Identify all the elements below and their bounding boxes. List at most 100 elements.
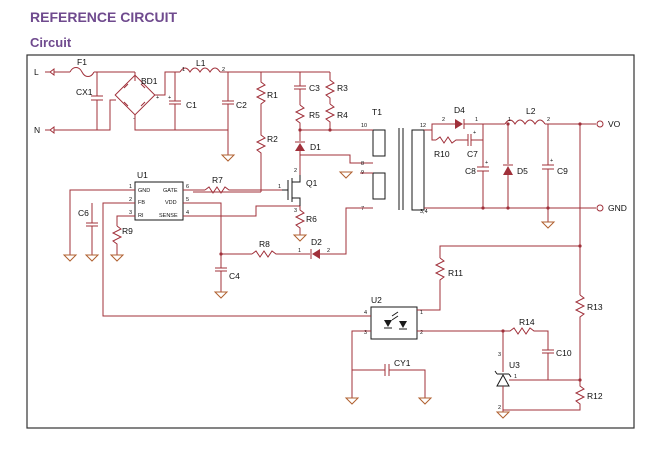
svg-text:3,4: 3,4 <box>420 209 428 215</box>
capacitor-c6: C6 <box>78 203 98 255</box>
capacitor-c7: C7 + <box>463 124 484 159</box>
svg-text:2: 2 <box>327 248 330 254</box>
schematic-frame <box>26 54 635 429</box>
resistor-r7: R7 <box>204 175 282 194</box>
resistor-r2: R2 <box>255 130 278 192</box>
svg-text:2: 2 <box>222 67 225 73</box>
ground-symbol <box>417 397 433 405</box>
output-terminal-vo: VO <box>596 119 621 129</box>
l1-label: L1 <box>196 58 206 68</box>
svg-text:1: 1 <box>420 310 423 316</box>
neutral-terminal: N <box>34 125 97 135</box>
r3-label: R3 <box>337 83 348 93</box>
l2-label: L2 <box>526 106 536 116</box>
transformer-t1: T1 10 12 8 9 7 3,4 <box>361 107 428 215</box>
diode-d4: D4 2 1 <box>442 105 505 129</box>
cy1-label: CY1 <box>394 358 411 368</box>
line-terminal: L <box>34 67 70 77</box>
ground-symbol <box>109 254 125 262</box>
svg-text:+: + <box>485 160 488 166</box>
ground-symbol <box>213 291 229 299</box>
svg-text:+: + <box>550 158 553 164</box>
r10-label: R10 <box>434 149 450 159</box>
c2-label: C2 <box>236 100 247 110</box>
capacitor-c1: + C1 <box>168 72 197 130</box>
c10-label: C10 <box>556 348 572 358</box>
inductor-l1: L1 1 2 <box>179 58 225 73</box>
u3-label: U3 <box>509 360 520 370</box>
controller-u1: U1 GND GATE FB VDD RI SENSE 1 2 3 4 5 6 <box>129 170 189 221</box>
t1-label: T1 <box>372 107 382 117</box>
r6-label: R6 <box>306 214 317 224</box>
r2-label: R2 <box>267 134 278 144</box>
ground-symbol <box>84 254 100 262</box>
bridge-rectifier-bd1: BD1 + - <box>114 74 159 122</box>
c1-label: C1 <box>186 100 197 110</box>
svg-text:1: 1 <box>182 67 185 73</box>
svg-text:1: 1 <box>129 184 132 190</box>
svg-text:GATE: GATE <box>163 188 178 194</box>
c9-label: C9 <box>557 166 568 176</box>
r7-label: R7 <box>212 175 223 185</box>
output-terminal-gnd: GND <box>596 203 627 213</box>
svg-text:1: 1 <box>475 117 478 123</box>
c8-label: C8 <box>465 166 476 176</box>
svg-text:3: 3 <box>294 208 297 214</box>
svg-text:5: 5 <box>186 197 189 203</box>
resistor-r12: R12 <box>503 380 603 411</box>
svg-text:1: 1 <box>298 248 301 254</box>
r8-label: R8 <box>259 239 270 249</box>
svg-text:4: 4 <box>186 210 189 216</box>
resistor-r8: R8 <box>251 239 310 258</box>
gnd-label: GND <box>608 203 627 213</box>
ground-symbol <box>495 411 511 419</box>
svg-text:10: 10 <box>361 123 367 129</box>
svg-text:8: 8 <box>361 161 364 167</box>
ground-symbol <box>344 397 360 405</box>
f1-label: F1 <box>77 57 87 67</box>
svg-text:3: 3 <box>129 210 132 216</box>
neutral-label: N <box>34 125 40 135</box>
svg-text:VDD: VDD <box>165 200 177 206</box>
resistor-r4: R4 <box>324 103 348 130</box>
capacitor-c10: C10 <box>542 348 572 380</box>
u2-label: U2 <box>371 295 382 305</box>
resistor-r10: R10 <box>434 136 463 159</box>
resistor-r5: R5 <box>294 104 320 130</box>
svg-text:1: 1 <box>278 184 281 190</box>
vo-label: VO <box>608 119 621 129</box>
u1-label: U1 <box>137 170 148 180</box>
svg-text:+: + <box>156 95 159 101</box>
svg-text:SENSE: SENSE <box>159 213 178 219</box>
c6-label: C6 <box>78 208 89 218</box>
capacitor-c8: C8 + <box>465 140 489 208</box>
ground-symbol <box>338 171 354 179</box>
c4-label: C4 <box>229 271 240 281</box>
svg-text:1: 1 <box>508 117 511 123</box>
svg-text:3: 3 <box>498 352 501 358</box>
svg-text:1: 1 <box>514 374 517 380</box>
diode-d2: D2 1 2 <box>298 207 358 259</box>
shunt-regulator-u3: U3 3 2 1 <box>494 350 548 412</box>
resistor-r11: R11 <box>420 257 463 311</box>
r1-label: R1 <box>267 90 278 100</box>
d4-label: D4 <box>454 105 465 115</box>
page-title: REFERENCE CIRCUIT <box>30 9 178 25</box>
resistor-r14: R14 <box>503 317 549 350</box>
r14-label: R14 <box>519 317 535 327</box>
svg-text:+: + <box>473 130 476 136</box>
fuse-f1: F1 <box>69 57 95 77</box>
svg-text:RI: RI <box>138 213 144 219</box>
svg-text:2: 2 <box>442 117 445 123</box>
mosfet-q1: Q1 1 2 3 <box>278 155 318 214</box>
resistor-r13: R13 <box>574 294 603 380</box>
c7-label: C7 <box>467 149 478 159</box>
svg-text:2: 2 <box>420 330 423 336</box>
r13-label: R13 <box>587 302 603 312</box>
section-title: Circuit <box>30 35 72 50</box>
resistor-r9: R9 <box>111 225 133 255</box>
line-label: L <box>34 67 39 77</box>
d1-label: D1 <box>310 142 321 152</box>
svg-text:+: + <box>168 95 171 101</box>
